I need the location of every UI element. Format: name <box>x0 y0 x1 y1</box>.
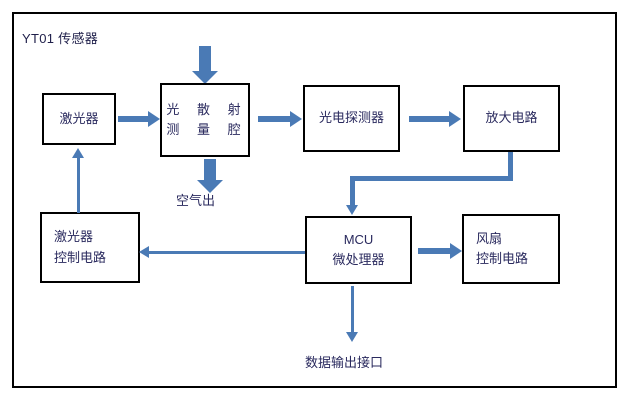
node-scattering-chamber-label-line2: 测 量 腔 <box>166 122 248 137</box>
node-photodetector: 光电探测器 <box>303 85 400 152</box>
chamber-to-photodetector-arrow <box>258 111 302 127</box>
air-out-label: 空气出 <box>176 193 216 208</box>
node-laser-driver-label-line1: 激光器 <box>54 229 94 245</box>
node-amplifier: 放大电路 <box>463 85 560 152</box>
node-mcu: MCU 微处理器 <box>305 216 412 284</box>
air-outlet-block-arrow <box>197 159 223 193</box>
mcu-to-data-output-arrow <box>346 286 359 344</box>
node-mcu-label-line2: 微处理器 <box>332 252 385 267</box>
amplifier-to-mcu-elbow-horizontal <box>350 176 513 181</box>
node-fan-driver-label-line1: 风扇 <box>476 230 503 246</box>
data-output-label: 数据输出接口 <box>305 355 384 370</box>
node-laser: 激光器 <box>42 93 116 145</box>
node-laser-label: 激光器 <box>59 110 99 126</box>
node-scattering-chamber: 光 散 射 测 量 腔 <box>160 83 250 157</box>
laser-to-chamber-arrow <box>118 111 160 127</box>
node-fan-driver: 风扇 控制电路 <box>462 214 560 284</box>
node-scattering-chamber-label-line1: 光 散 射 <box>166 101 248 117</box>
amplifier-to-mcu-elbow-arrow <box>508 152 513 180</box>
amplifier-to-mcu-arrow-tip <box>346 176 359 218</box>
air-inlet-block-arrow <box>192 46 218 84</box>
node-laser-driver-label-line2: 控制电路 <box>54 249 107 265</box>
sensor-enclosure-border <box>12 12 617 388</box>
laser-driver-to-laser-arrow <box>72 148 85 213</box>
diagram-title: YT01 传感器 <box>22 31 99 46</box>
node-fan-driver-label-line2: 控制电路 <box>476 251 529 266</box>
mcu-to-fan-arrow <box>418 243 462 259</box>
node-photodetector-label: 光电探测器 <box>318 110 384 126</box>
node-mcu-label-line1: MCU <box>343 231 374 247</box>
photodetector-to-amplifier-arrow <box>409 111 461 127</box>
mcu-to-laser-driver-arrow <box>139 246 306 259</box>
node-amplifier-label: 放大电路 <box>485 110 538 126</box>
node-laser-driver: 激光器 控制电路 <box>40 212 140 283</box>
